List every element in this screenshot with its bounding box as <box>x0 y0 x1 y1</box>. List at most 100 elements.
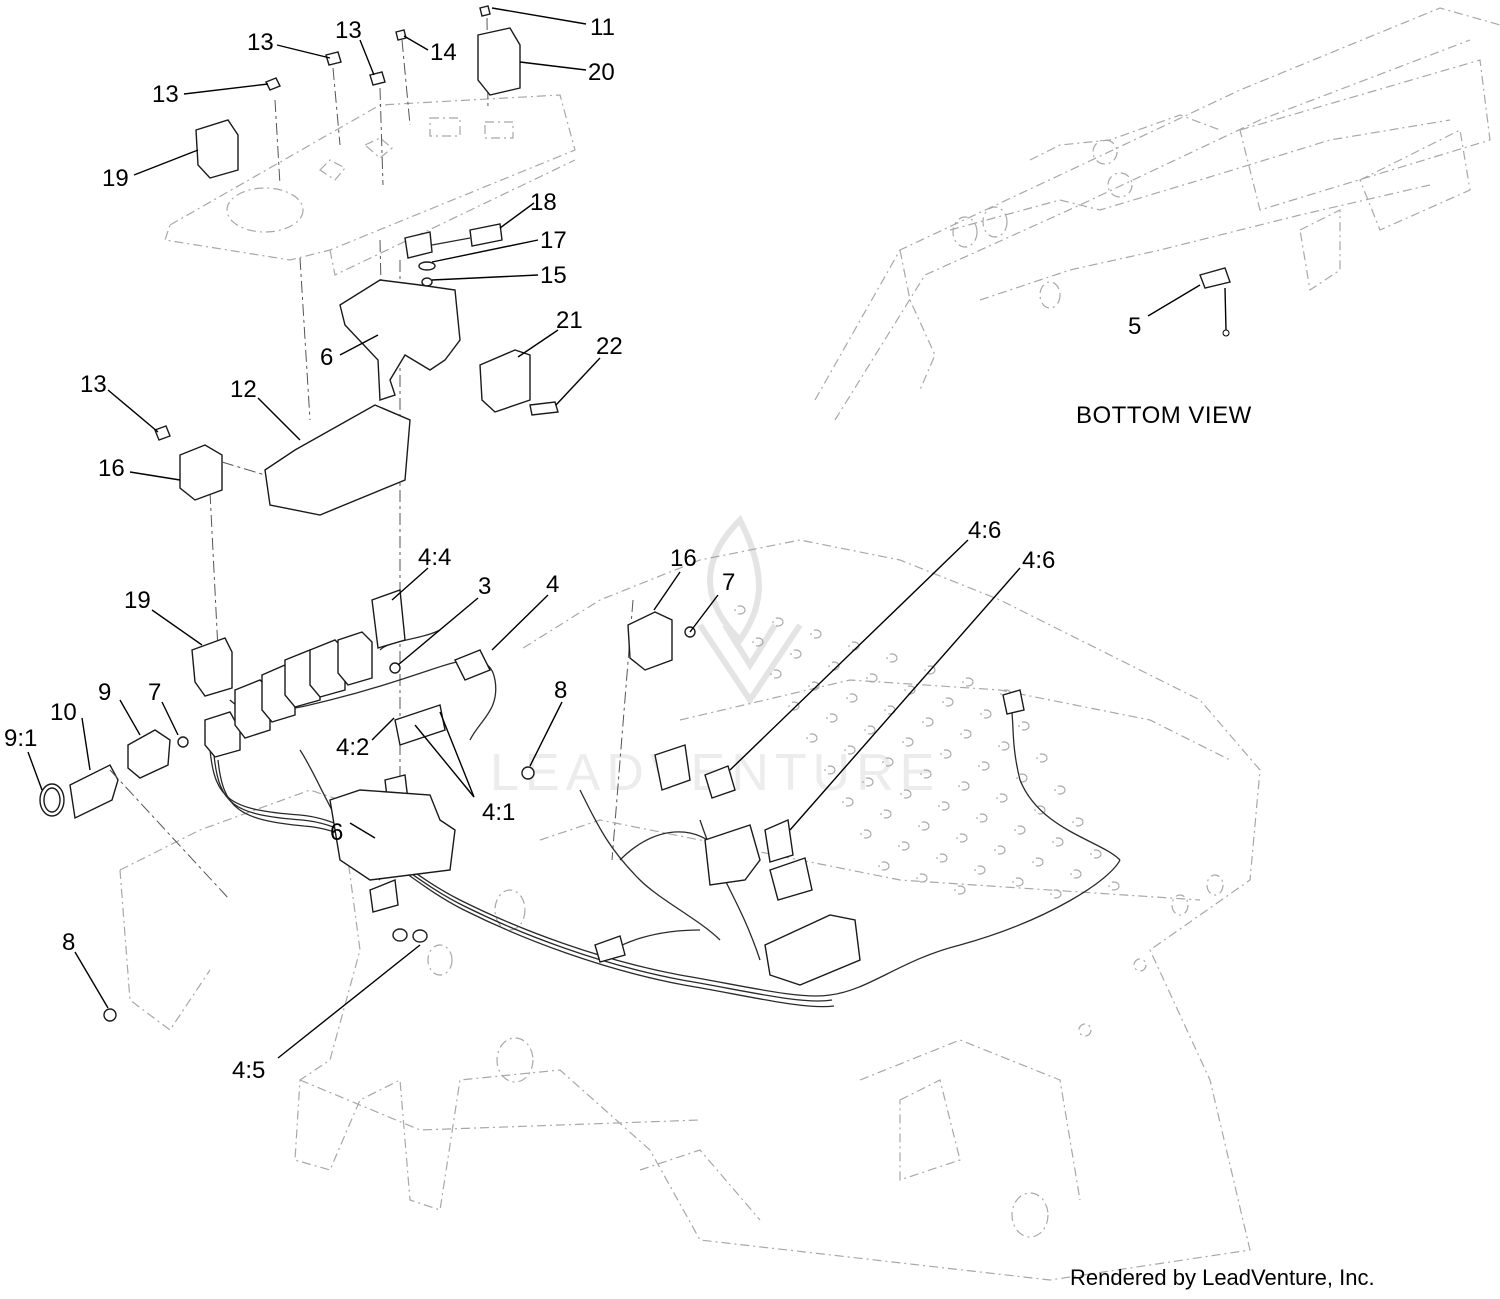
floor-hole <box>824 765 836 775</box>
hour-meter-parts <box>39 626 696 1022</box>
floor-hole <box>956 833 968 843</box>
floor-hole <box>1034 805 1046 815</box>
part-4-4-connector <box>371 589 406 649</box>
callout-14: 14 <box>430 39 457 66</box>
floor-hole <box>770 669 782 679</box>
callout-6-b: 6 <box>330 819 343 846</box>
floor-hole <box>958 781 970 791</box>
callout-10: 10 <box>50 699 77 726</box>
callout-5: 5 <box>1128 313 1141 340</box>
floor-hole <box>940 749 952 759</box>
watermark: LEADVENTURE <box>490 514 934 802</box>
callout-8-a: 8 <box>554 677 567 704</box>
floor-hole <box>898 841 910 851</box>
callout-4-5: 4:5 <box>232 1057 265 1084</box>
floor-hole <box>862 777 874 787</box>
floor-hole <box>864 725 876 735</box>
floor-hole <box>1054 785 1066 795</box>
part-20-box <box>477 27 521 96</box>
floor-hole <box>826 713 838 723</box>
floor-hole <box>942 697 954 707</box>
floor-hole <box>918 821 930 831</box>
floor-hole <box>998 741 1010 751</box>
floor-hole <box>1012 877 1024 887</box>
floor-hole <box>996 793 1008 803</box>
floor-hole <box>772 617 784 627</box>
floor-hole-pattern <box>734 605 1120 899</box>
callout-16-b: 16 <box>670 545 697 572</box>
floor-hole <box>842 797 854 807</box>
callout-4-2: 4:2 <box>336 734 369 761</box>
part-16-relay-lower <box>627 611 673 671</box>
fasteners-upper <box>154 5 491 441</box>
floor-hole <box>790 649 802 659</box>
floor-hole <box>734 605 746 615</box>
floor-hole <box>806 733 818 743</box>
callout-9-1: 9:1 <box>4 725 37 752</box>
callout-20: 20 <box>588 59 615 86</box>
floor-hole <box>878 861 890 871</box>
harness-connectors <box>191 589 1025 986</box>
callout-6-a: 6 <box>320 344 333 371</box>
callout-3: 3 <box>478 573 491 600</box>
callout-4-6-b: 4:6 <box>1022 547 1055 574</box>
floor-hole <box>1090 849 1102 859</box>
floor-hole <box>902 737 914 747</box>
floor-hole <box>916 873 928 883</box>
floor-hole <box>920 769 932 779</box>
floor-hole <box>880 809 892 819</box>
chassis-frame <box>119 539 1261 1281</box>
floor-hole <box>752 637 764 647</box>
floor-hole <box>860 829 872 839</box>
part-19-switch-lower <box>191 637 233 697</box>
floor-hole <box>1036 753 1048 763</box>
floor-hole <box>980 709 992 719</box>
leader-lines <box>27 7 1201 1059</box>
callout-15: 15 <box>540 262 567 289</box>
part-6-bracket-lower <box>329 789 456 881</box>
callout-21: 21 <box>556 307 583 334</box>
main-wire-harness <box>209 629 1121 1008</box>
floor-hole <box>924 665 936 675</box>
callout-19-b: 19 <box>124 587 151 614</box>
callout-7-b: 7 <box>148 679 161 706</box>
floor-hole <box>922 717 934 727</box>
callout-13-b: 13 <box>335 17 362 44</box>
callout-labels: 11 20 14 13 13 13 19 18 17 15 21 22 6 13… <box>4 14 1141 1084</box>
floor-hole <box>974 865 986 875</box>
floor-hole <box>1108 881 1120 891</box>
callout-17: 17 <box>540 227 567 254</box>
callout-4-4: 4:4 <box>418 544 451 571</box>
callout-18: 18 <box>530 189 557 216</box>
floor-hole <box>846 693 858 703</box>
floor-hole <box>976 813 988 823</box>
callout-8-b: 8 <box>62 929 75 956</box>
floor-hole <box>1016 773 1028 783</box>
callout-7-a: 7 <box>722 569 735 596</box>
part-21-module <box>479 349 531 413</box>
floor-hole <box>866 673 878 683</box>
callout-4-1: 4:1 <box>482 799 515 826</box>
floor-hole <box>994 845 1006 855</box>
callout-13-c: 13 <box>152 81 179 108</box>
floor-hole <box>1018 721 1030 731</box>
callout-9: 9 <box>98 679 111 706</box>
floor-hole <box>1072 817 1084 827</box>
callout-12: 12 <box>230 376 257 403</box>
part-18-harness-connector <box>404 223 503 287</box>
floor-hole <box>1050 889 1062 899</box>
bottom-view-caption: BOTTOM VIEW <box>1076 402 1252 429</box>
callout-11: 11 <box>590 14 615 41</box>
floor-hole <box>900 789 912 799</box>
callout-22: 22 <box>596 333 623 360</box>
callout-13-a: 13 <box>247 29 274 56</box>
floor-hole <box>938 801 950 811</box>
callout-13-d: 13 <box>80 371 107 398</box>
floor-hole <box>954 885 966 895</box>
floor-hole <box>936 853 948 863</box>
floor-hole <box>978 761 990 771</box>
callout-4: 4 <box>546 571 559 598</box>
part-19-switch-upper <box>195 119 239 179</box>
callout-19-a: 19 <box>102 165 129 192</box>
